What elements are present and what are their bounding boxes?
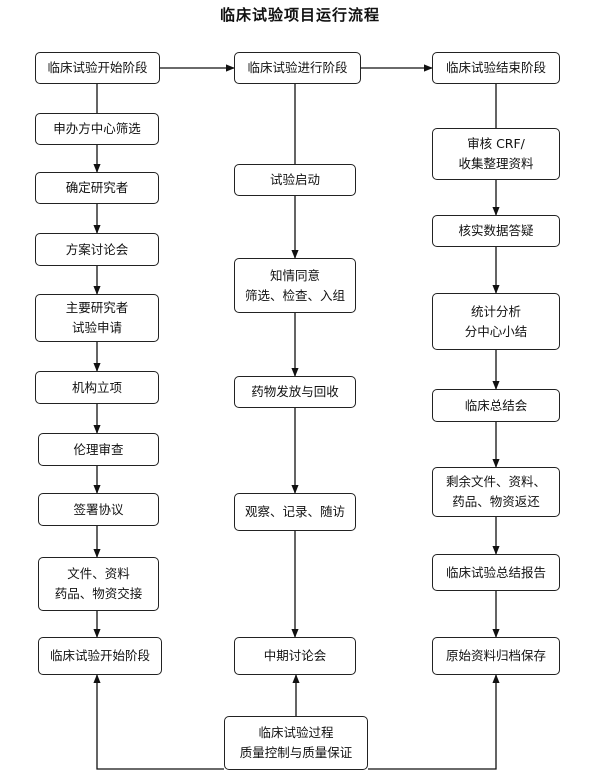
step-text-line: 知情同意: [269, 267, 320, 283]
right-step-6: 临床试验总结报告: [432, 554, 560, 591]
step-text-line: 筛选、检查、入组: [244, 287, 345, 303]
left-step-6: 伦理审查: [38, 433, 159, 466]
right-step-4: 临床总结会: [432, 389, 560, 422]
left-step-8: 文件、资料药品、物资交接: [38, 557, 159, 611]
step-text-line: 确定研究者: [65, 180, 129, 195]
step-text-line: 统计分析: [470, 303, 521, 319]
middle-step-3: 药物发放与回收: [234, 376, 356, 408]
middle-step-4: 观察、记录、随访: [234, 493, 356, 531]
step-text-line: 临床试验开始阶段: [47, 60, 148, 75]
step-text-line: 主要研究者: [65, 300, 129, 315]
right-step-1: 审核 CRF/收集整理资料: [432, 128, 560, 180]
step-text-line: 审核 CRF/: [467, 136, 525, 151]
step-text-line: 临床总结会: [464, 397, 528, 413]
middle-step-1: 试验启动: [234, 164, 356, 196]
step-text-line: 药品、物资交接: [54, 586, 143, 601]
qc-connector-left: [93, 674, 224, 770]
left-step-4: 主要研究者试验申请: [35, 294, 159, 342]
step-text-line: 文件、资料: [67, 566, 130, 581]
left-step-0: 临床试验开始阶段: [35, 52, 160, 84]
right-step-7: 原始资料归档保存: [432, 637, 560, 675]
step-text-line: 药物发放与回收: [251, 384, 339, 399]
step-text-line: 临床试验总结报告: [445, 564, 546, 580]
step-text-line: 药品、物资返还: [452, 494, 540, 509]
step-text-line: 核实数据答疑: [458, 223, 534, 238]
step-text-line: 临床试验进行阶段: [247, 60, 348, 75]
right-step-3: 统计分析分中心小结: [432, 293, 560, 350]
step-text-line: 临床试验过程: [258, 725, 334, 740]
step-text-line: 分中心小结: [464, 323, 528, 339]
step-text-line: 试验申请: [71, 320, 122, 335]
step-text-line: 剩余文件、资料、: [445, 474, 546, 489]
step-text-line: 质量控制与质量保证: [239, 745, 353, 760]
left-step-3: 方案讨论会: [35, 233, 159, 266]
left-step-1: 申办方中心筛选: [35, 113, 159, 145]
step-text-line: 原始资料归档保存: [445, 648, 546, 663]
left-step-2: 确定研究者: [35, 172, 159, 204]
step-text-line: 观察、记录、随访: [244, 504, 345, 519]
bottom-step-0: 临床试验过程质量控制与质量保证: [224, 716, 368, 770]
step-text-line: 机构立项: [71, 379, 122, 395]
step-text-line: 临床试验结束阶段: [445, 60, 546, 75]
step-text-line: 方案讨论会: [65, 241, 129, 257]
right-step-2: 核实数据答疑: [432, 215, 560, 247]
right-step-5: 剩余文件、资料、药品、物资返还: [432, 467, 560, 517]
middle-step-5: 中期讨论会: [234, 637, 356, 675]
step-text-line: 申办方中心筛选: [53, 121, 141, 136]
step-text-line: 伦理审查: [73, 441, 124, 457]
step-text-line: 签署协议: [73, 501, 124, 517]
qc-connector-right: [368, 674, 500, 770]
step-text-line: 试验启动: [269, 172, 320, 187]
step-text-line: 临床试验开始阶段: [49, 648, 150, 663]
step-text-line: 收集整理资料: [458, 156, 534, 171]
left-step-5: 机构立项: [35, 371, 159, 404]
diagram-title: 临床试验项目运行流程: [219, 6, 380, 24]
left-step-7: 签署协议: [38, 493, 159, 526]
middle-step-0: 临床试验进行阶段: [234, 52, 361, 84]
middle-step-2: 知情同意筛选、检查、入组: [234, 258, 356, 313]
step-text-line: 中期讨论会: [263, 648, 327, 663]
left-step-9: 临床试验开始阶段: [38, 637, 162, 675]
right-step-0: 临床试验结束阶段: [432, 52, 560, 84]
